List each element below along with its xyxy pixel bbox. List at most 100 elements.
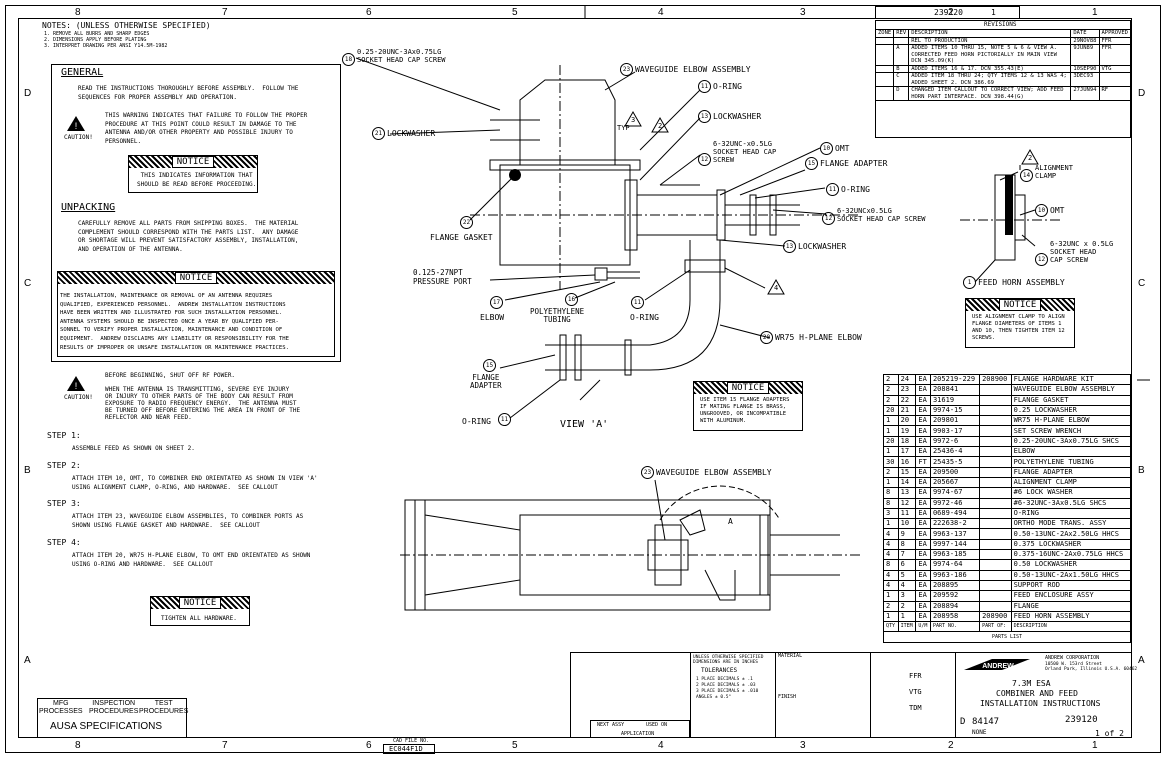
unpacking-title: UNPACKING bbox=[61, 202, 116, 213]
parts-cell: 11 bbox=[897, 507, 917, 520]
view-a-marker: A bbox=[728, 517, 733, 526]
parts-title-row: PARTS LIST bbox=[883, 631, 1131, 643]
parts-cell: EA bbox=[915, 538, 931, 551]
callout-item-16: 16 bbox=[565, 293, 580, 306]
parts-cell: FLANGE HARDWARE KIT bbox=[1010, 373, 1132, 386]
parts-cell: 0.50 LOCKWASHER bbox=[1010, 559, 1132, 571]
zone-label: 3 bbox=[800, 7, 806, 18]
parts-cell: 0689-494 bbox=[929, 507, 981, 520]
parts-cell: 208958 bbox=[929, 610, 981, 623]
parts-cell bbox=[979, 466, 1012, 478]
parts-cell: 0.50-13UNC-2Ax2.50LG HHCS bbox=[1010, 528, 1132, 540]
rev-cell: 9JUN89 bbox=[1070, 44, 1100, 66]
parts-cell: EA bbox=[915, 549, 931, 561]
parts-cell bbox=[979, 579, 1012, 592]
parts-cell: EA bbox=[915, 507, 931, 520]
parts-cell: 1 bbox=[883, 590, 899, 602]
callout-item-12: 126-32UNC-x0.5LG SOCKET HEAD CAP SCREW bbox=[698, 140, 776, 166]
parts-cell: SET SCREW WRENCH bbox=[1010, 425, 1132, 437]
parts-col-header: ITEM bbox=[897, 621, 917, 633]
size-letter: D bbox=[960, 717, 966, 727]
parts-cell: 18 bbox=[897, 435, 917, 448]
note-line: 1. REMOVE ALL BURRS AND SHARP EDGES bbox=[44, 31, 150, 37]
parts-cell bbox=[979, 590, 1012, 602]
parts-cell: EA bbox=[915, 415, 931, 427]
zone-label: 7 bbox=[222, 7, 228, 18]
notice-box-tighten: NOTICE TIGHTEN ALL HARDWARE. bbox=[150, 596, 250, 626]
parts-cell: 9963-185 bbox=[929, 549, 981, 561]
general-text: READ THE INSTRUCTIONS THOROUGHLY BEFORE … bbox=[78, 85, 299, 101]
parts-cell: 13 bbox=[897, 487, 917, 499]
parts-cell: EA bbox=[915, 373, 931, 386]
parts-cell: 4 bbox=[897, 579, 917, 592]
zone-label: C bbox=[24, 278, 32, 289]
caution-label: CAUTION! bbox=[64, 134, 93, 141]
parts-cell: EA bbox=[915, 425, 931, 437]
notice-label: NOTICE bbox=[726, 382, 770, 394]
parts-cell: EA bbox=[915, 559, 931, 571]
zone-label: 6 bbox=[366, 740, 372, 751]
parts-cell: 4 bbox=[883, 549, 899, 561]
parts-cell: EA bbox=[915, 466, 931, 478]
parts-cell bbox=[979, 404, 1012, 417]
parts-cell: FEED ENCLOSURE ASSY bbox=[1010, 590, 1132, 602]
parts-cell: O-RING bbox=[1010, 507, 1132, 520]
parts-col-header: PART OF: bbox=[979, 621, 1012, 633]
material-label: MATERIAL bbox=[778, 653, 803, 659]
parts-cell: EA bbox=[915, 569, 931, 581]
notice-box-install: NOTICE THE INSTALLATION, MAINTENANCE OR … bbox=[57, 271, 335, 357]
title-block bbox=[570, 652, 1132, 738]
parts-col-header: U/M bbox=[915, 621, 931, 633]
parts-cell: 17 bbox=[897, 446, 917, 458]
parts-cell: 8 bbox=[883, 487, 899, 499]
tolerance-block: UNLESS OTHERWISE SPECIFIED DIMENSIONS AR… bbox=[690, 652, 776, 738]
callout-item-11: 11 bbox=[631, 296, 646, 309]
parts-cell: 208841 bbox=[929, 384, 981, 396]
parts-cell: 9972-46 bbox=[929, 497, 981, 509]
parts-cell: WR75 H-PLANE ELBOW bbox=[1010, 415, 1132, 427]
notice-box-general: NOTICE THIS INDICATES INFORMATION THAT S… bbox=[128, 155, 258, 193]
parts-cell bbox=[979, 600, 1012, 612]
drawn-by: FFR bbox=[909, 672, 922, 680]
parts-cell: 208900 bbox=[979, 373, 1012, 386]
svg-text:!: ! bbox=[75, 121, 78, 131]
caution-icon: ! bbox=[66, 375, 86, 396]
zone-label: D bbox=[24, 88, 32, 99]
parts-cell: 209592 bbox=[929, 590, 981, 602]
callout-pressure-port: 0.125-27NPT PRESSURE PORT bbox=[413, 268, 472, 286]
svg-text:!: ! bbox=[75, 381, 78, 391]
notice-install-text: THE INSTALLATION, MAINTENANCE OR REMOVAL… bbox=[60, 293, 290, 351]
callout-triangle-3: 3 bbox=[631, 116, 636, 124]
notice-label: NOTICE bbox=[174, 272, 218, 284]
parts-cell bbox=[979, 446, 1012, 458]
parts-cell: EA bbox=[915, 446, 931, 458]
step-text: ASSEMBLE FEED AS SHOWN ON SHEET 2. bbox=[72, 445, 195, 452]
parts-cell: EA bbox=[915, 528, 931, 540]
parts-col-header: PART NO. bbox=[929, 621, 981, 633]
rev-cell: 27JUN94 bbox=[1070, 86, 1100, 101]
parts-col-header: QTY bbox=[883, 621, 899, 633]
parts-cell: ALIGNMENT CLAMP bbox=[1010, 476, 1132, 489]
parts-cell bbox=[979, 425, 1012, 437]
step-text: ATTACH ITEM 23, WAVEGUIDE ELBOW ASSEMBLI… bbox=[72, 513, 304, 529]
parts-cell bbox=[979, 569, 1012, 581]
parts-cell: 9974-64 bbox=[929, 559, 981, 571]
parts-cell: EA bbox=[915, 590, 931, 602]
parts-cell: 205219-229 bbox=[929, 373, 981, 386]
parts-cell: 12 bbox=[897, 497, 917, 509]
notice-box-item15: NOTICE USE ITEM 15 FLANGE ADAPTERS IF MA… bbox=[693, 381, 803, 431]
parts-cell: FLANGE GASKET bbox=[1010, 394, 1132, 406]
rev-cell: RF bbox=[1098, 86, 1131, 101]
dwg-no: 239120 bbox=[934, 8, 963, 17]
